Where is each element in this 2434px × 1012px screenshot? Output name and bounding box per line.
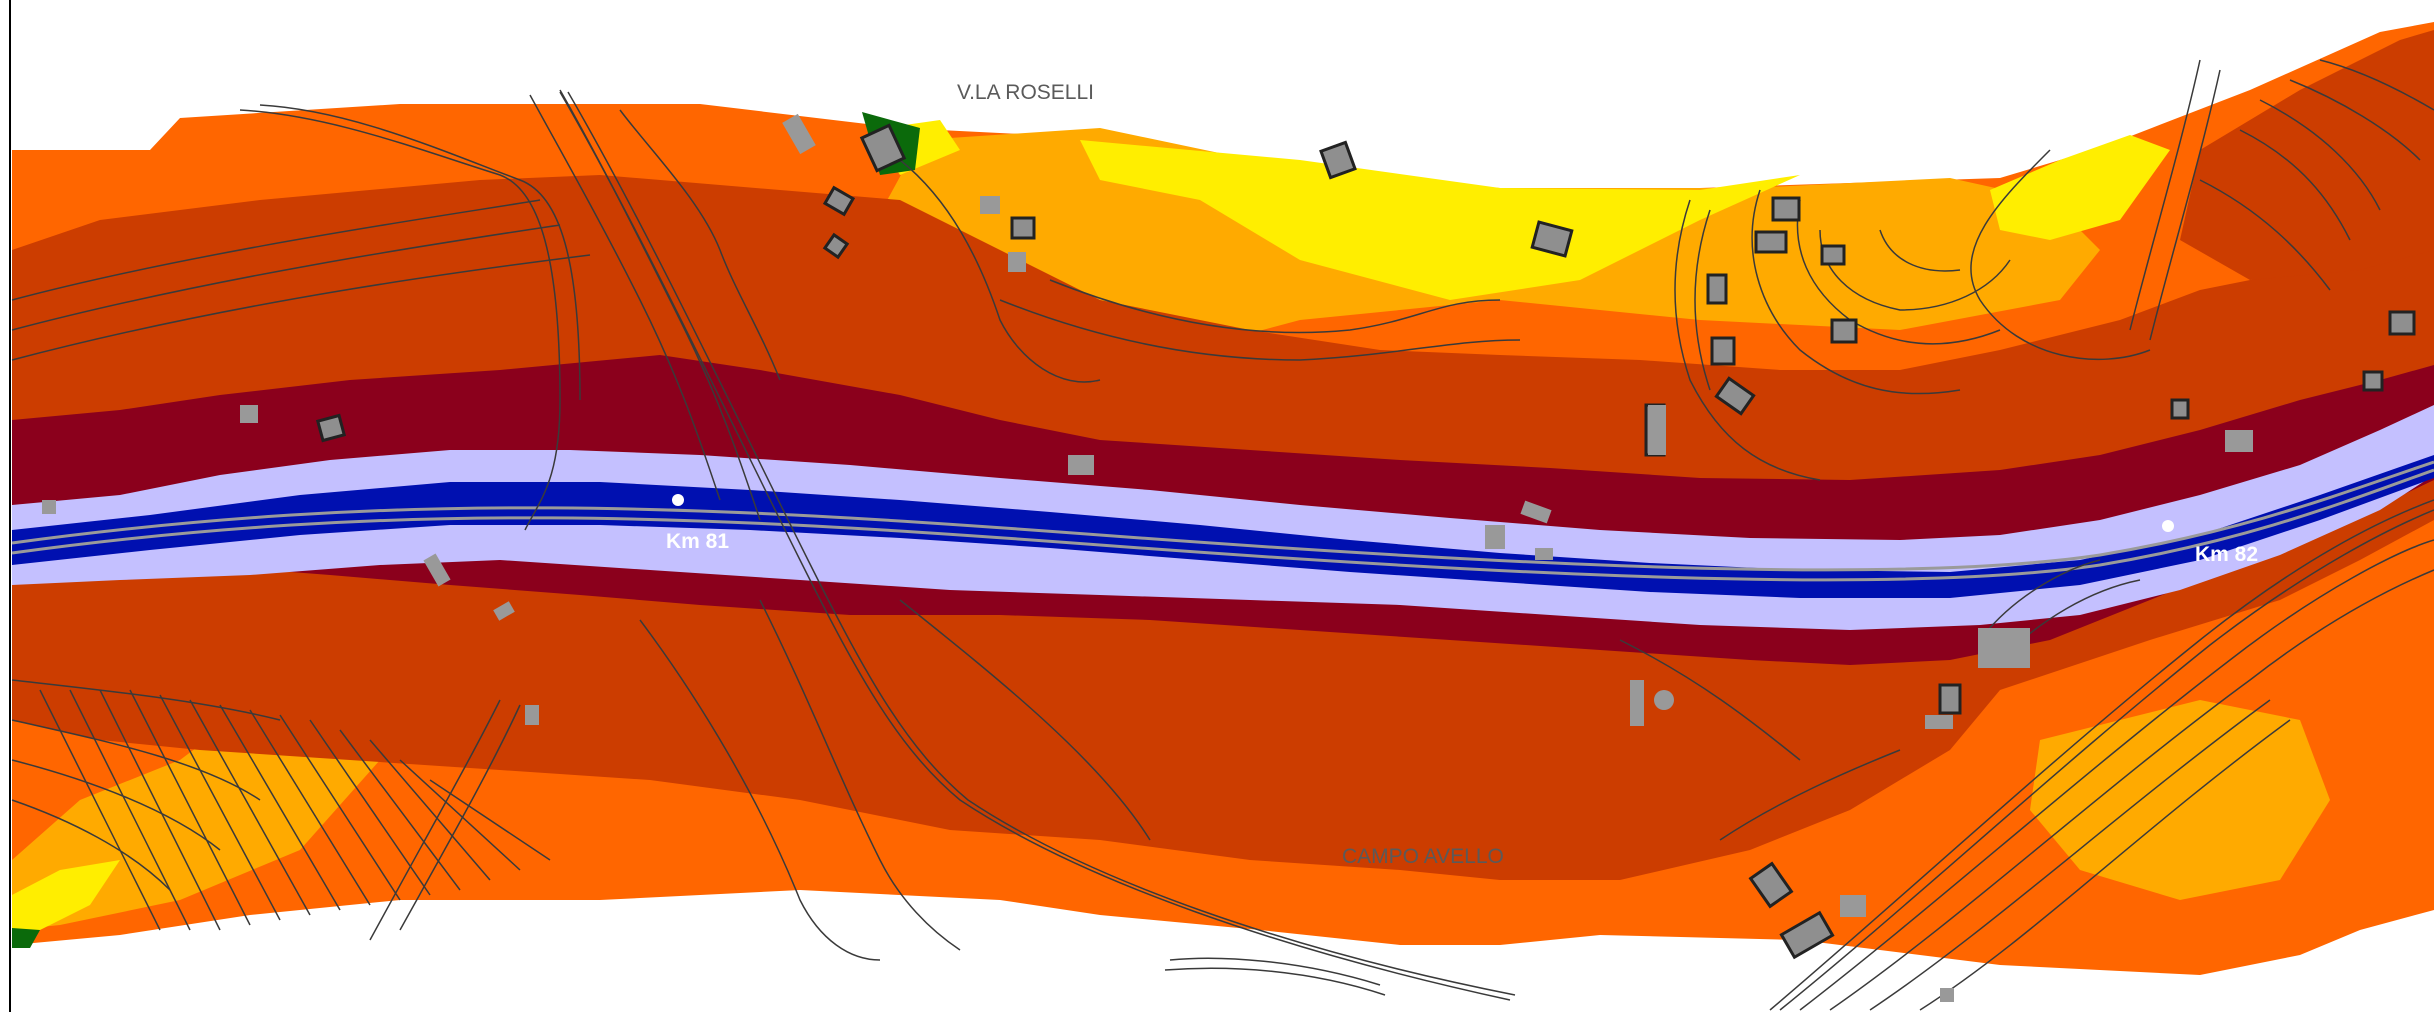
road-core: [12, 455, 2434, 598]
building: [782, 113, 816, 155]
building: [1840, 895, 1866, 917]
vegetation-patch-sw: [12, 928, 40, 948]
building: [822, 185, 856, 217]
building: [1925, 715, 1953, 729]
building: [1830, 318, 1858, 344]
noise-band-lightest-ne: [1990, 135, 2170, 240]
building: [525, 705, 539, 725]
noise-band-lightest-north: [1080, 140, 1800, 300]
building: [1068, 455, 1094, 475]
building: [1630, 680, 1644, 726]
building: [315, 413, 347, 443]
noise-band-light-se: [2030, 700, 2330, 900]
building: [423, 553, 451, 587]
building: [1710, 336, 1736, 366]
km-81-label: Km 81: [666, 530, 729, 553]
building: [1520, 500, 1552, 524]
place-label-south: CAMPO AVELLO: [1342, 845, 1504, 868]
km-82-marker: [2162, 520, 2174, 532]
building: [240, 405, 258, 423]
km-82-label: Km 82: [2195, 543, 2258, 566]
km-81-marker: [672, 494, 684, 506]
building: [1008, 252, 1026, 272]
building: [1706, 273, 1728, 305]
building: [980, 196, 1000, 214]
building: [1535, 548, 1553, 560]
noise-band-lightest-sw: [12, 860, 120, 935]
noise-band-dark-ne: [2180, 30, 2434, 280]
building: [1714, 376, 1756, 416]
building: [2388, 310, 2416, 336]
building: [2170, 398, 2190, 420]
building: [493, 601, 515, 621]
building: [1754, 230, 1788, 254]
buildings: [42, 113, 2416, 1002]
building: [1771, 196, 1801, 222]
building: [42, 500, 56, 514]
building: [1319, 140, 1357, 180]
building: [2362, 370, 2384, 392]
building: [1940, 988, 1954, 1002]
motorway-lines: [11, 460, 2434, 582]
building: [1779, 910, 1835, 960]
place-label-north: V.LA ROSELLI: [957, 81, 1094, 104]
building: [1530, 220, 1574, 258]
building: [1978, 628, 2030, 668]
building: [1485, 525, 1505, 549]
building: [1748, 861, 1794, 909]
building: [822, 232, 850, 260]
building: [1938, 683, 1962, 715]
building: [1654, 690, 1674, 710]
building: [1010, 216, 1036, 240]
building: [1820, 244, 1846, 266]
building: [1648, 405, 1666, 455]
building: [2225, 430, 2253, 452]
building: [859, 123, 907, 173]
